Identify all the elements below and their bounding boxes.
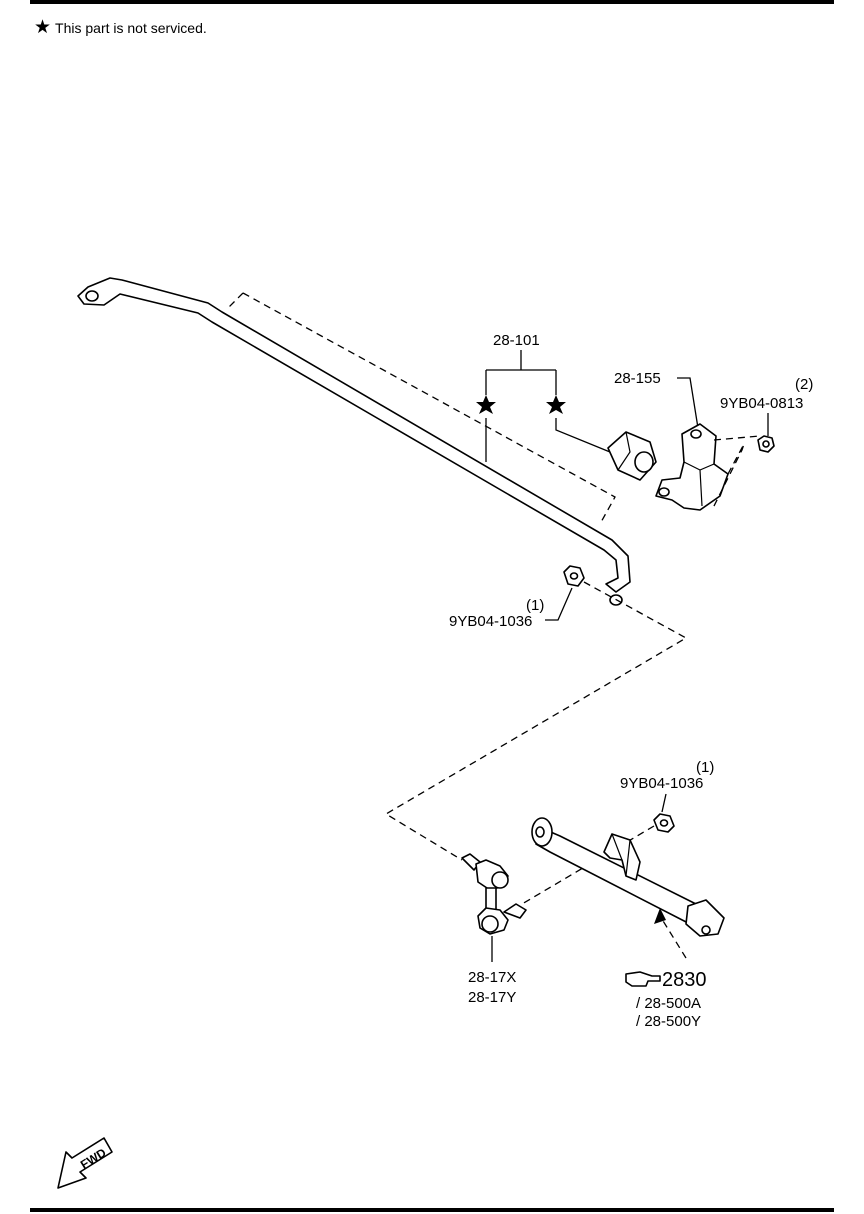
label-nut-upper-qty: (2) [795, 376, 813, 393]
star-icon: ★ [34, 17, 52, 38]
label-nut-link-qty: (1) [696, 759, 714, 776]
stabilizer-bushing [607, 431, 657, 481]
label-9yb04-1036-b: 9YB04-1036 [620, 775, 703, 792]
label-9yb04-1036-a: 9YB04-1036 [449, 613, 532, 630]
flange-nut-link [653, 813, 675, 833]
bushing-bracket [655, 423, 729, 511]
label-28-17x: 28-17X [468, 969, 516, 986]
pointing-hand-icon [625, 971, 661, 987]
legend-note: ★ This part is not serviced. [34, 18, 207, 37]
stabilizer-bar [77, 277, 631, 606]
label-28-500y: / 28-500Y [636, 1013, 701, 1030]
bottom-rule [30, 1208, 834, 1212]
flange-nut-bar-end [563, 565, 585, 587]
lower-control-arm [531, 817, 725, 937]
label-nut-left-qty: (1) [526, 597, 544, 614]
label-28-17y: 28-17Y [468, 989, 516, 1006]
label-28-500a: / 28-500A [636, 995, 701, 1012]
star-icon [476, 395, 496, 414]
label-2830: 2830 [662, 969, 707, 991]
legend-note-text: This part is not serviced. [55, 19, 207, 36]
label-9yb04-0813: 9YB04-0813 [720, 395, 803, 412]
fwd-arrow-icon: FWD [57, 1137, 113, 1189]
star-icon [546, 395, 566, 414]
label-28-101: 28-101 [493, 332, 540, 349]
top-rule [30, 0, 834, 4]
stabilizer-link [461, 853, 527, 935]
flange-nut-upper [757, 435, 775, 453]
label-28-155: 28-155 [614, 370, 661, 387]
